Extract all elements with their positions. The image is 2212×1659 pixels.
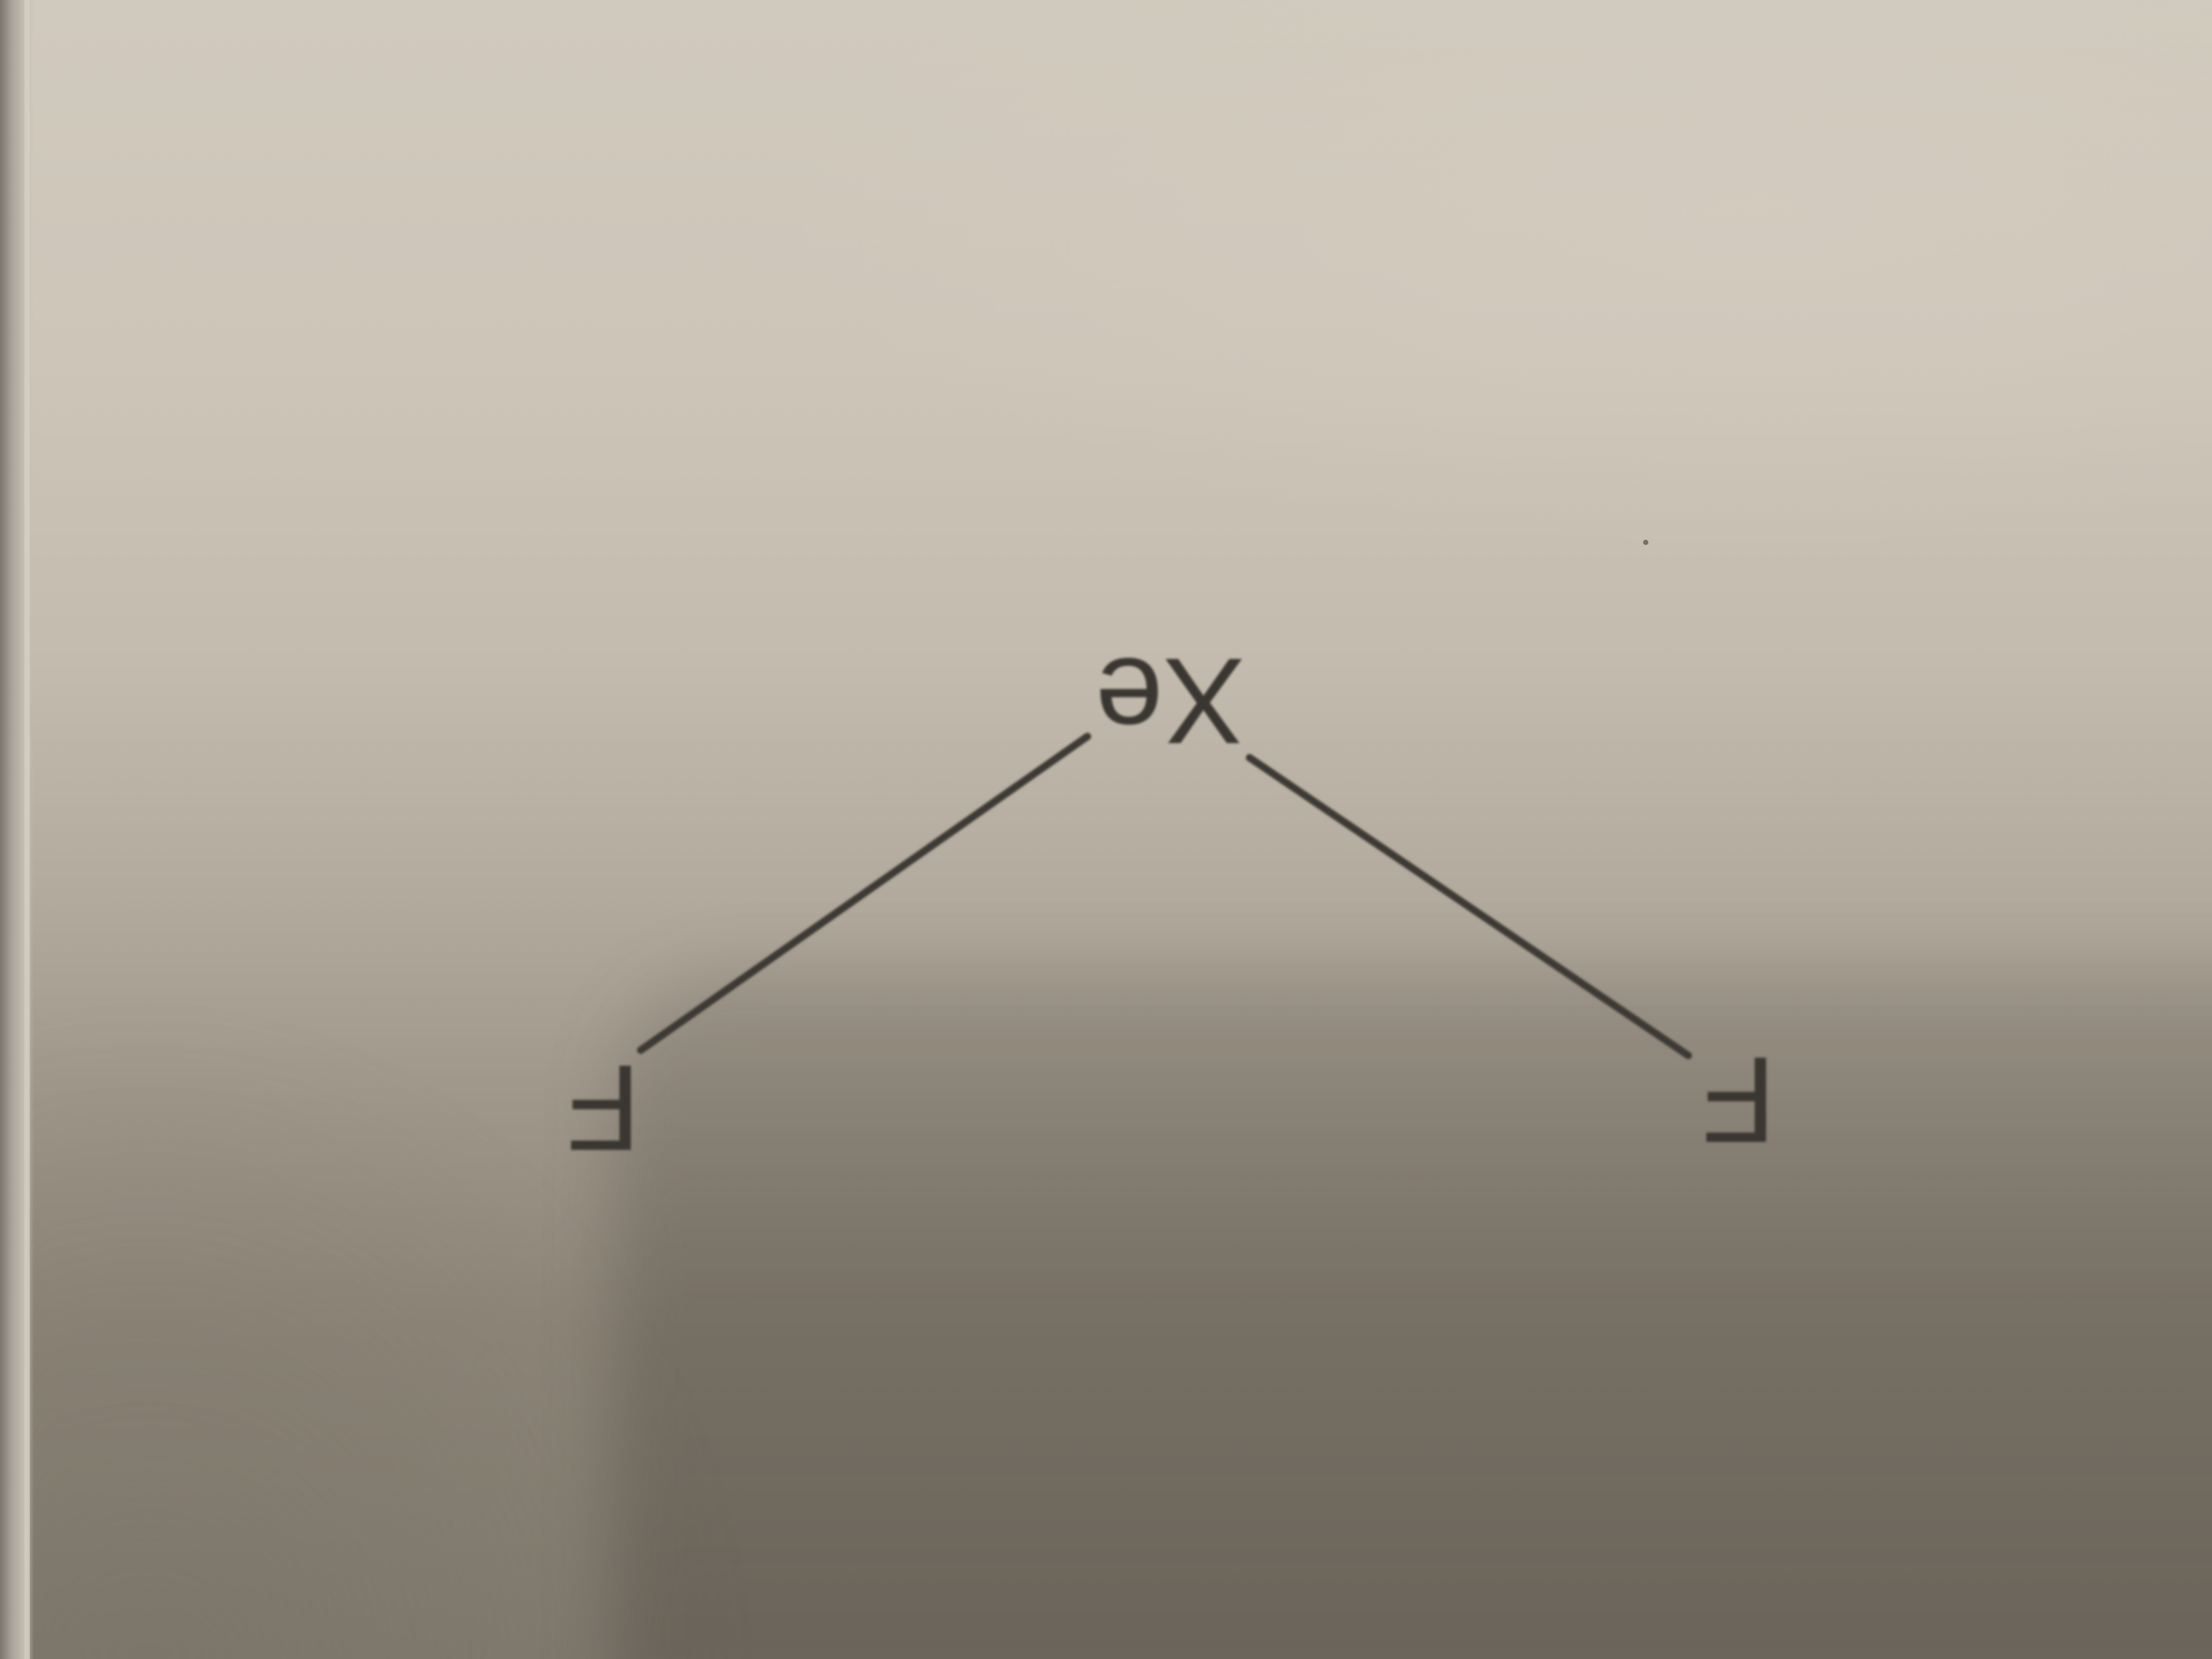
shadow-area-right	[611, 968, 2212, 1659]
paper-speck	[1643, 540, 1648, 545]
bond-xe-f-left	[637, 733, 1091, 1054]
shadow-area-left	[0, 1010, 744, 1659]
paper-edge-highlight	[24, 0, 30, 1659]
atom-label-xe: Xe	[1095, 633, 1244, 769]
bond-xe-f-right	[1246, 754, 1692, 1059]
atom-label-f-left: F	[566, 1040, 641, 1176]
atom-label-f-right: F	[1702, 1032, 1777, 1168]
